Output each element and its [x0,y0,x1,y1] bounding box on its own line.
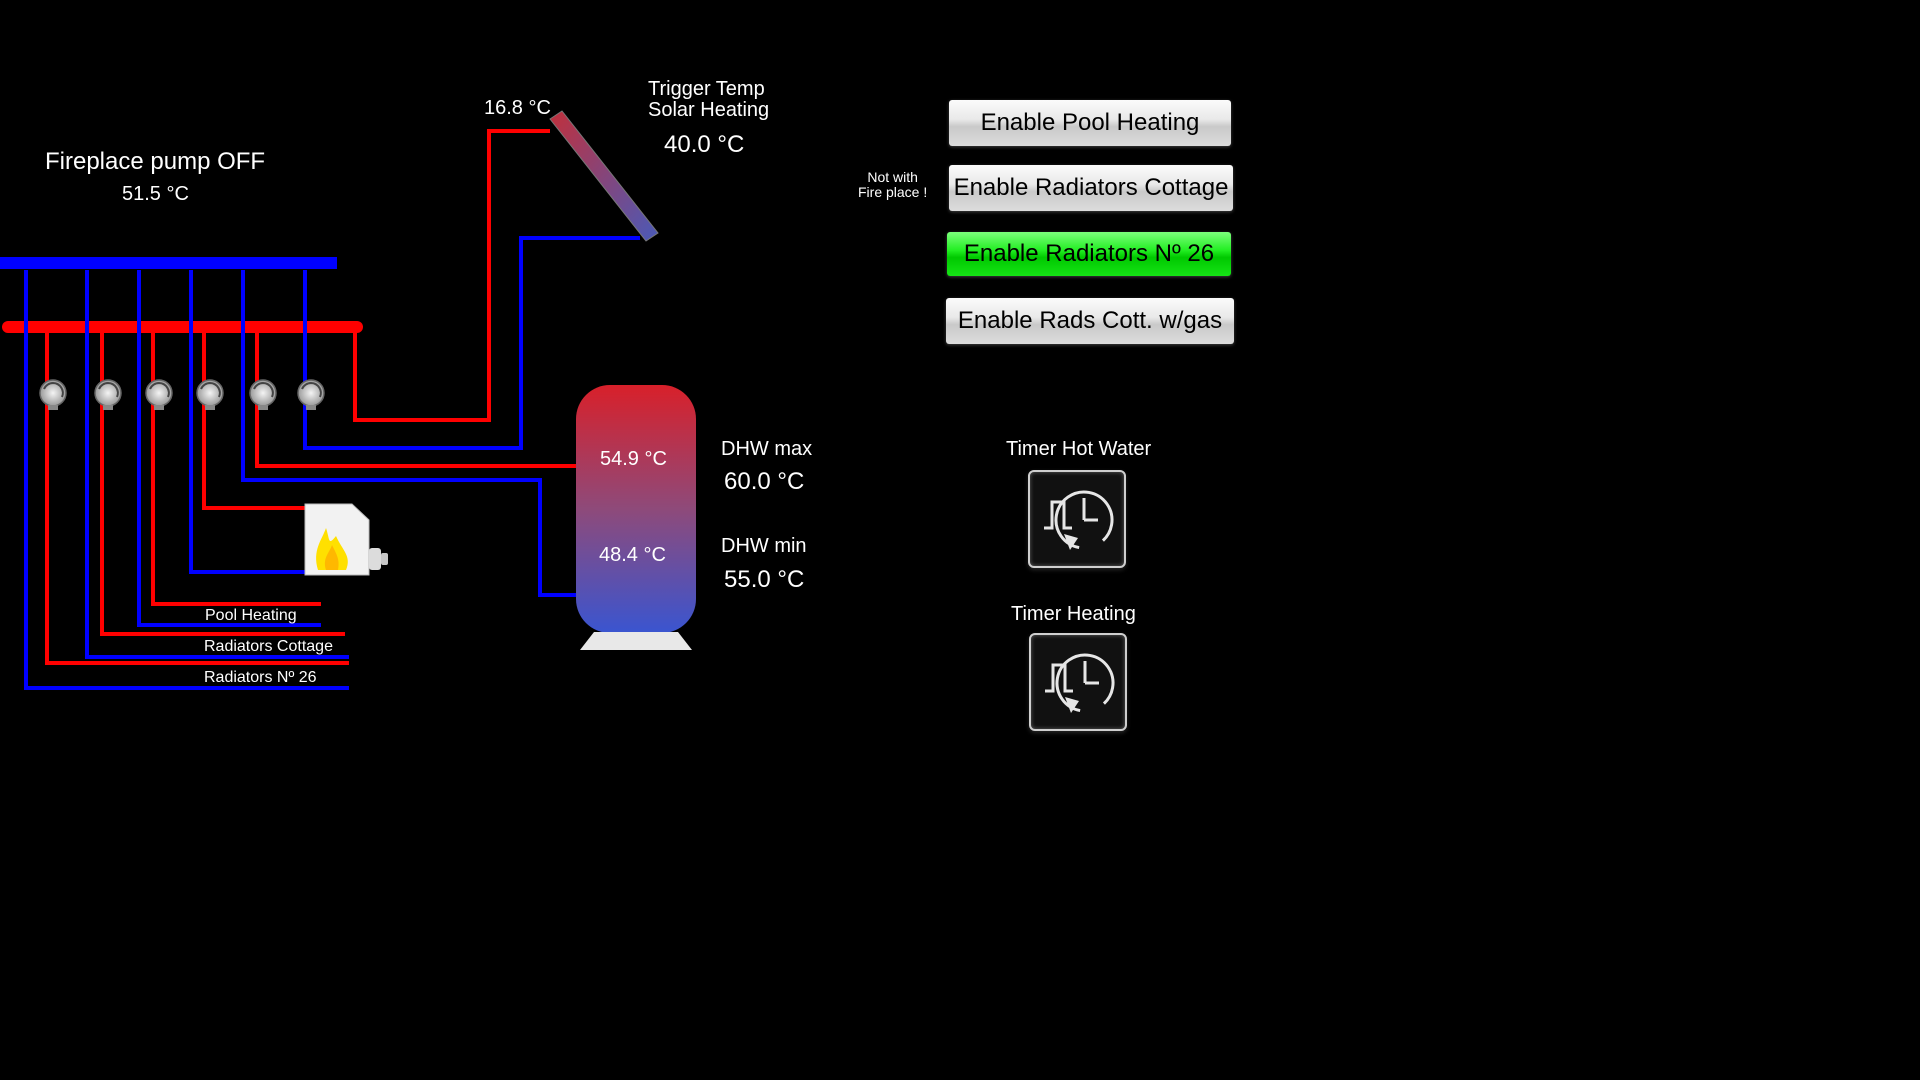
pump-icon [94,379,122,410]
return-pipes [24,236,640,690]
fireplace-pump-status: Fireplace pump OFF [45,148,266,175]
timer-clock-icon [1044,490,1114,550]
solar-collector-icon [549,110,659,242]
timer-hot-water-button[interactable] [1028,470,1126,568]
circuit-label-no26: Radiators Nº 26 [204,669,317,686]
pump-icon [196,379,224,410]
dhw-max-label: DHW max [721,438,813,460]
timer-heating-label: Timer Heating [1011,603,1136,625]
timer-heating-button[interactable] [1029,633,1127,731]
note-line-1: Not with [867,169,918,185]
circuit-label-cottage: Radiators Cottage [204,638,333,655]
dhw-min-value: 55.0 °C [724,566,805,593]
solar-heating-label: Solar Heating [648,99,770,121]
trigger-temp-value: 40.0 °C [664,131,745,158]
pump-icon [39,379,67,410]
dhw-max-value: 60.0 °C [724,468,805,495]
circuit-label-pool: Pool Heating [205,607,297,624]
enable-radiators-no26-button[interactable]: Enable Radiators Nº 26 [947,232,1231,276]
pump-icon [145,379,173,410]
timer-clock-icon [1045,653,1115,713]
pump-icon [297,379,325,410]
fireplace-boiler-icon [304,503,388,576]
collector-temp: 16.8 °C [484,97,551,119]
note-line-2: Fire place ! [858,184,928,200]
timer-hot-water-label: Timer Hot Water [1006,438,1152,460]
fireplace-temp: 51.5 °C [122,183,189,205]
enable-radiators-cottage-button[interactable]: Enable Radiators Cottage [949,165,1233,211]
hot-water-tank-icon [576,385,696,650]
dhw-min-label: DHW min [721,535,807,557]
fireplace-warning-note: Not with Fire place ! [858,170,927,200]
enable-rads-cottage-gas-button[interactable]: Enable Rads Cott. w/gas [946,298,1234,344]
enable-pool-heating-button[interactable]: Enable Pool Heating [949,100,1231,146]
trigger-temp-label: Trigger Temp [648,78,765,100]
pump-icon [249,379,277,410]
tank-top-temp: 54.9 °C [600,448,667,470]
tank-bottom-temp: 48.4 °C [599,544,666,566]
